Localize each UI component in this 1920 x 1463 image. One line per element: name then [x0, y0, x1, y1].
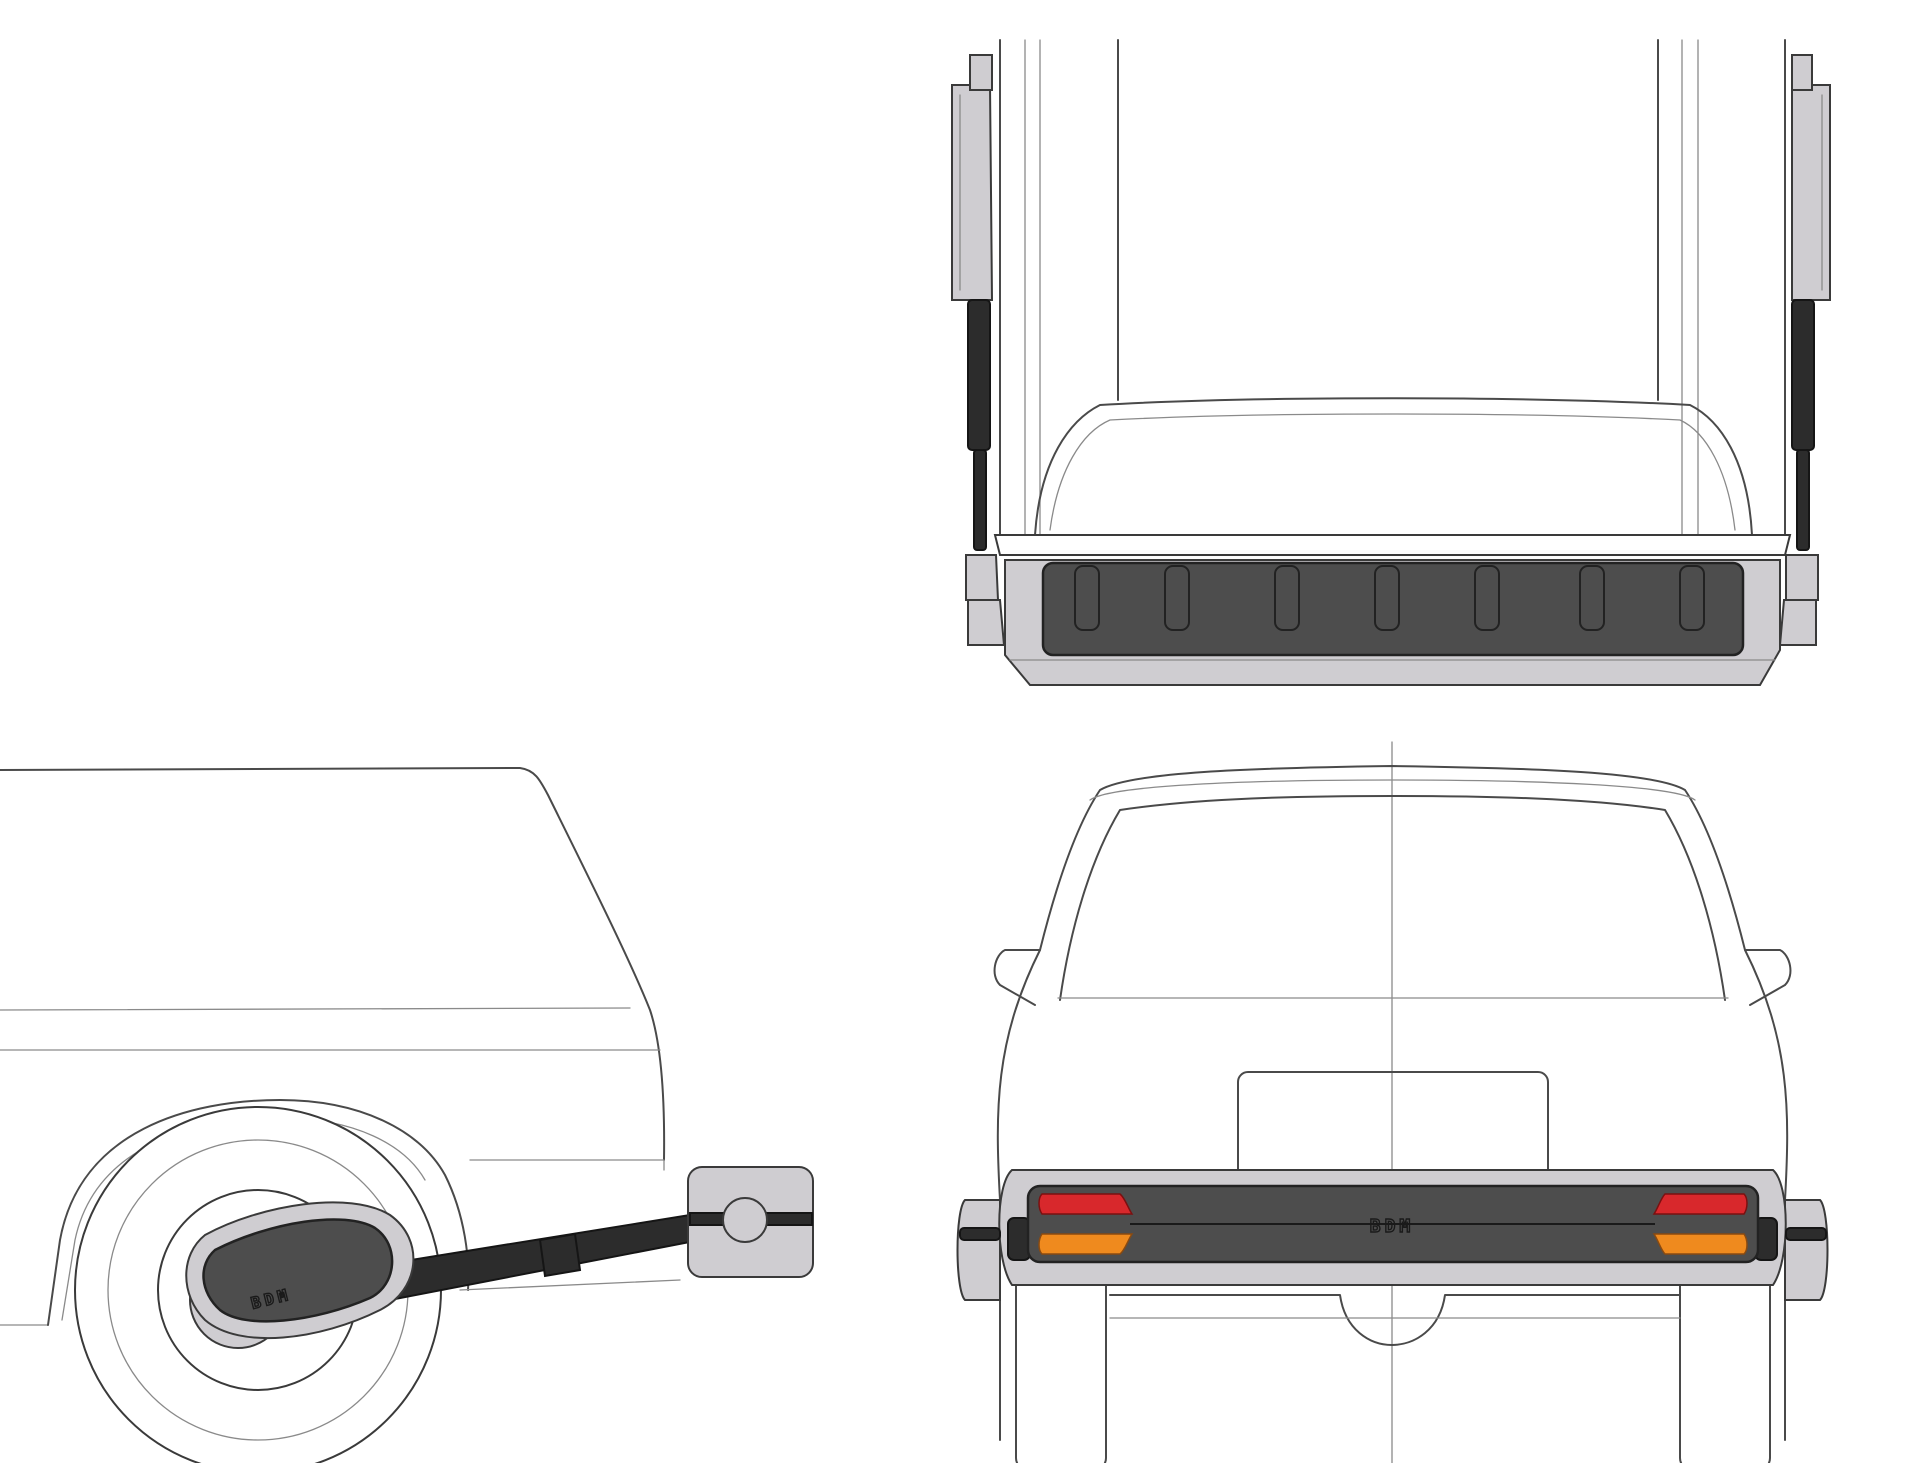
top-view — [951, 39, 1831, 686]
tread-ribs — [1074, 565, 1705, 631]
strut-left — [965, 299, 1006, 646]
tail-light-amber-right — [1652, 1233, 1748, 1255]
tire-left — [1015, 1259, 1107, 1463]
rear-view-body — [993, 765, 1792, 1463]
step-tread-pad — [1041, 561, 1745, 657]
top-view-tailgate-outline — [993, 397, 1792, 561]
top-view-body-lines — [985, 39, 1798, 541]
tire-right — [1679, 1259, 1771, 1463]
strut-right — [1778, 299, 1819, 646]
mirror-left — [951, 54, 994, 301]
tail-light-red-left — [1038, 1193, 1134, 1215]
license-plate-recess — [1237, 1071, 1549, 1181]
rear-view: BDM — [956, 741, 1829, 1463]
swing-carrier-arm: BDM — [185, 1166, 814, 1340]
rear-step-bumper-top — [1004, 559, 1781, 686]
tail-light-amber-left — [1038, 1233, 1134, 1255]
rear-bumper-lightbar: BDM — [956, 1169, 1829, 1301]
side-view: BDM — [0, 767, 814, 1463]
mirror-right — [1791, 54, 1831, 301]
tail-light-red-right — [1652, 1193, 1748, 1215]
brand-logo-rear: BDM — [1370, 1216, 1415, 1237]
